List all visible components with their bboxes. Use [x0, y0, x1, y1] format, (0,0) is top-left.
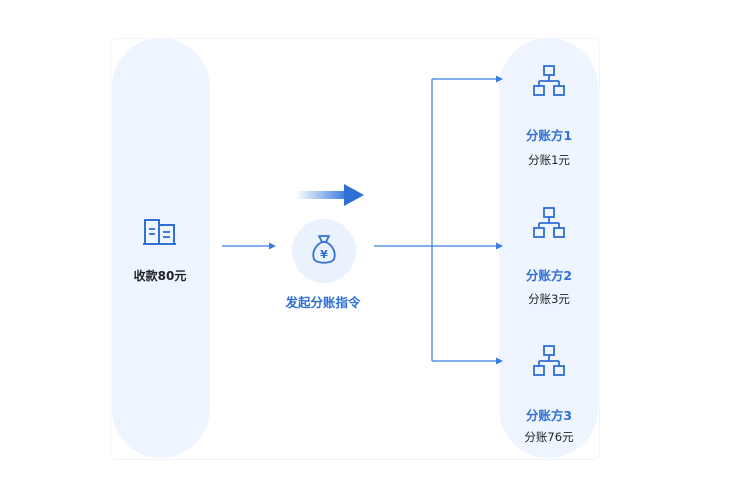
source-to-command-arrow	[222, 242, 276, 250]
receiver-3-amount: 分账76元	[524, 430, 574, 444]
receiver-2-amount: 分账3元	[528, 292, 570, 306]
building-icon	[143, 216, 177, 250]
receiver-3-name: 分账方3	[525, 408, 573, 423]
command-label: 发起分账指令	[285, 295, 361, 310]
money-bag-icon: ¥	[311, 234, 337, 270]
source-column	[112, 38, 210, 458]
receiver-1-name: 分账方1	[525, 128, 573, 143]
receivers-column	[499, 38, 598, 458]
currency-symbol: ¥	[320, 248, 328, 261]
receiver-2-name: 分账方2	[525, 268, 573, 283]
flow-direction-arrow	[296, 184, 364, 206]
org-tree-icon	[532, 206, 566, 244]
command-node	[292, 219, 356, 283]
source-label: 收款80元	[133, 269, 187, 283]
org-tree-icon	[532, 344, 566, 382]
receiver-1-amount: 分账1元	[528, 153, 570, 167]
command-to-receivers-arrows	[374, 75, 503, 365]
org-tree-icon	[532, 64, 566, 102]
